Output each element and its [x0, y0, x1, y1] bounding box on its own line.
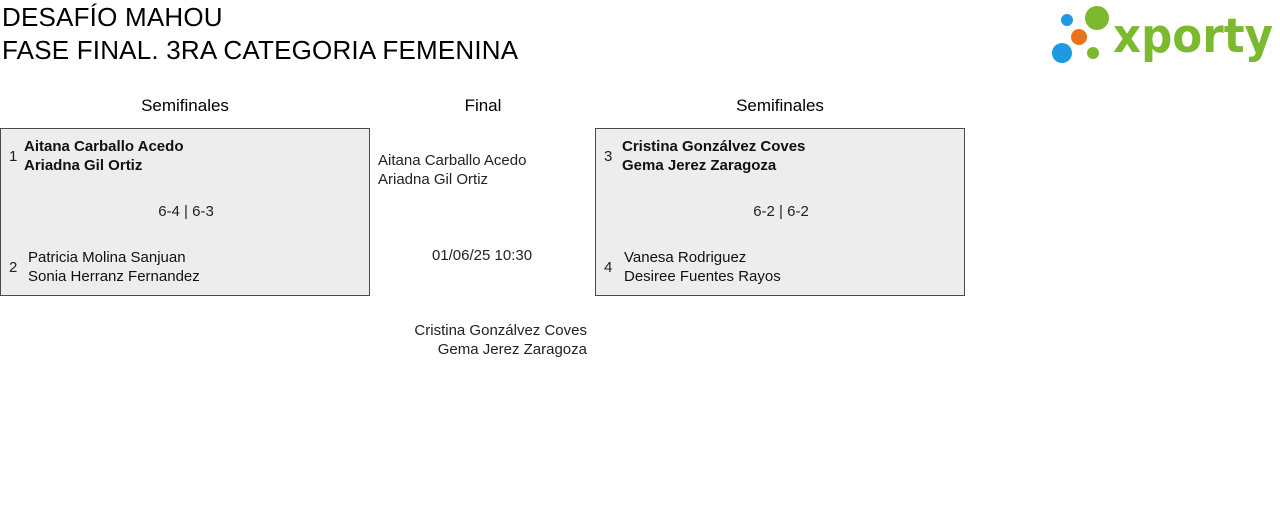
player-name: Cristina Gonzálvez Coves — [622, 138, 806, 155]
final-team-bottom: Cristina Gonzálvez Coves Gema Jerez Zara… — [414, 321, 587, 359]
semifinal-match-right[interactable]: 3 Cristina Gonzálvez Coves Gema Jerez Za… — [595, 128, 965, 296]
team-winner: Aitana Carballo Acedo Ariadna Gil Ortiz — [24, 137, 183, 175]
player-name: Vanesa Rodriguez — [624, 249, 747, 266]
column-header-semifinal-left: Semifinales — [141, 96, 229, 115]
player-name: Aitana Carballo Acedo — [24, 138, 184, 155]
team-loser: Vanesa Rodriguez Desiree Fuentes Rayos — [624, 248, 781, 286]
logo-dot-orange — [1071, 29, 1087, 45]
match-score: 6-2 | 6-2 — [753, 203, 809, 220]
seed-number: 3 — [604, 148, 613, 165]
player-name: Desiree Fuentes Rayos — [624, 268, 781, 285]
logo-dot-blue-small — [1061, 14, 1073, 26]
logo-dot-green-large — [1085, 6, 1109, 30]
final-team-top: Aitana Carballo Acedo Ariadna Gil Ortiz — [378, 151, 526, 189]
semifinal-match-left[interactable]: 1 Aitana Carballo Acedo Ariadna Gil Orti… — [0, 128, 370, 296]
logo-dot-green-small — [1087, 47, 1099, 59]
player-name: Cristina Gonzálvez Coves — [414, 322, 587, 339]
player-name: Gema Jerez Zaragoza — [622, 157, 777, 174]
player-name: Patricia Molina Sanjuan — [28, 249, 186, 266]
player-name: Aitana Carballo Acedo — [378, 152, 527, 169]
seed-number: 1 — [9, 148, 18, 165]
final-datetime: 01/06/25 10:30 — [431, 247, 533, 264]
player-name: Sonia Herranz Fernandez — [28, 268, 200, 285]
team-winner: Cristina Gonzálvez Coves Gema Jerez Zara… — [622, 137, 805, 175]
seed-number: 4 — [604, 259, 613, 276]
team-loser: Patricia Molina Sanjuan Sonia Herranz Fe… — [28, 248, 200, 286]
match-score: 6-4 | 6-3 — [158, 203, 214, 220]
page-title-event: DESAFÍO MAHOU — [2, 2, 223, 32]
player-name: Ariadna Gil Ortiz — [24, 157, 143, 174]
logo-wordmark: xporty — [1113, 9, 1273, 64]
xporty-logo: xporty — [1052, 6, 1273, 64]
page-title-phase: FASE FINAL. 3RA CATEGORIA FEMENINA — [2, 35, 519, 65]
logo-dot-blue-large — [1052, 43, 1072, 63]
seed-number: 2 — [9, 259, 18, 276]
column-header-semifinal-right: Semifinales — [736, 96, 824, 115]
player-name: Gema Jerez Zaragoza — [437, 341, 587, 358]
column-header-final: Final — [464, 96, 502, 115]
player-name: Ariadna Gil Ortiz — [378, 171, 489, 188]
